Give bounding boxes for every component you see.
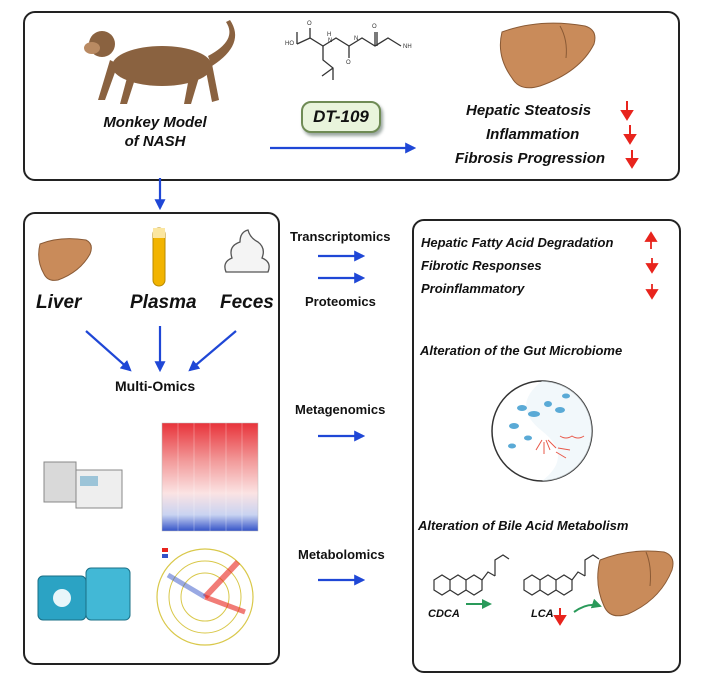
liver-icon-top — [499, 22, 596, 89]
svg-text:O: O — [346, 60, 351, 66]
svg-text:N: N — [328, 38, 332, 44]
model-label-line1: Monkey Model — [103, 114, 207, 131]
svg-text:O: O — [307, 21, 312, 27]
gut-microbiome-icon — [491, 380, 593, 482]
method-transcriptomics: Transcriptomics — [290, 229, 391, 244]
mass-spec-icon — [43, 461, 123, 509]
compound-cdca: CDCA — [428, 608, 460, 620]
sample-feces: Feces — [220, 292, 274, 313]
svg-text:NH: NH — [403, 44, 412, 50]
svg-text:H: H — [327, 32, 331, 38]
monkey-icon — [84, 20, 236, 104]
model-label-line2: of NASH — [124, 133, 186, 150]
feces-icon — [224, 229, 270, 273]
drug-badge: DT-109 — [301, 101, 381, 133]
cdca-structure — [433, 554, 510, 596]
dt109-structure — [296, 28, 402, 80]
sample-plasma: Plasma — [130, 292, 197, 313]
cladogram — [156, 548, 254, 646]
plasma-tube-icon — [152, 227, 166, 287]
method-metabolomics: Metabolomics — [298, 547, 385, 562]
lca-structure — [523, 554, 600, 596]
outcome-steatosis: Hepatic Steatosis — [466, 102, 592, 119]
svg-text:HO: HO — [285, 41, 294, 47]
model-label: Monkey Model of NASH — [75, 113, 235, 151]
method-metagenomics: Metagenomics — [295, 402, 386, 417]
liver-icon-small — [38, 238, 92, 281]
bile-title: Alteration of Bile Acid Metabolism — [418, 518, 629, 533]
gut-title: Alteration of the Gut Microbiome — [420, 343, 623, 358]
sequencer-icon — [37, 567, 131, 621]
effect-fatty-acid: Hepatic Fatty Acid Degradation — [421, 235, 614, 250]
sample-liver: Liver — [36, 292, 82, 313]
effect-fibrotic: Fibrotic Responses — [421, 258, 542, 273]
compound-lca: LCA — [531, 608, 554, 620]
svg-text:N: N — [354, 36, 358, 42]
outcome-fibrosis: Fibrosis Progression — [455, 150, 606, 167]
effect-proinflammatory: Proinflammatory — [421, 281, 525, 296]
method-proteomics: Proteomics — [305, 294, 376, 309]
liver-icon-bottom — [597, 550, 674, 617]
multi-omics-label: Multi-Omics — [115, 378, 196, 394]
outcome-inflammation: Inflammation — [486, 126, 580, 143]
svg-text:O: O — [372, 24, 377, 30]
